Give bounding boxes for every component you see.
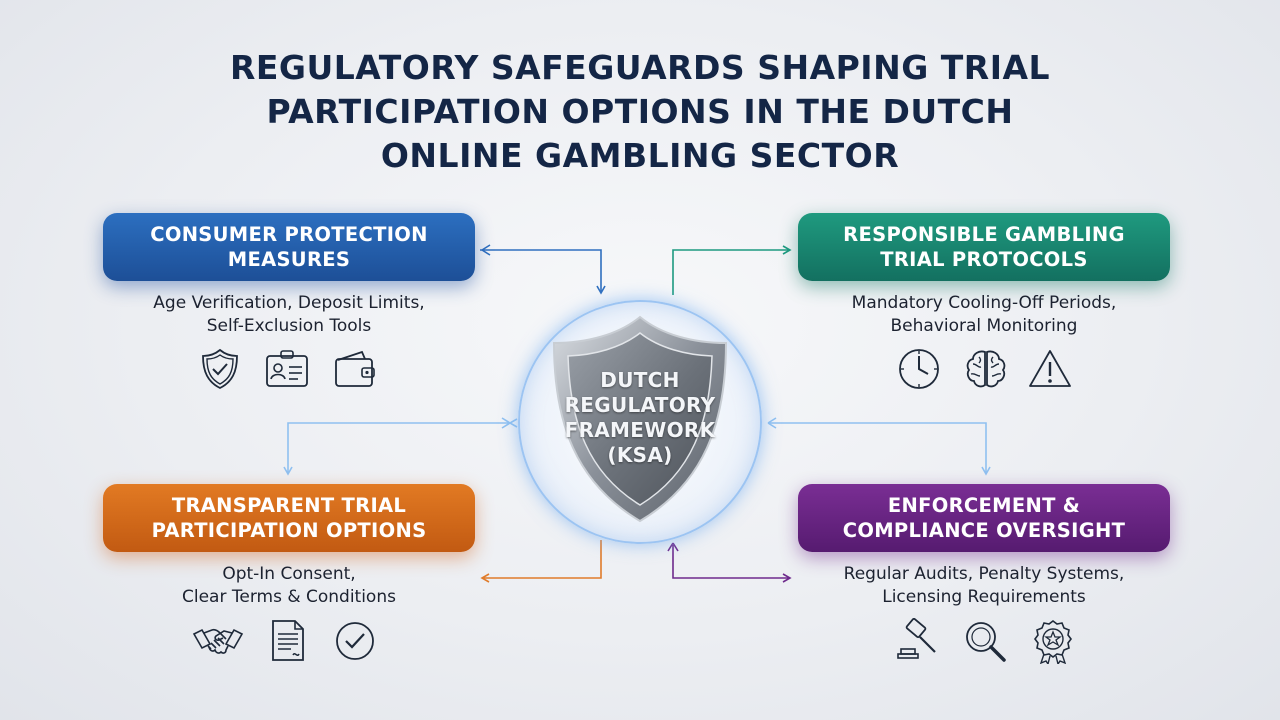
magnifier-icon	[962, 618, 1008, 664]
title-line-1: REGULATORY SAFEGUARDS SHAPING TRIAL	[229, 48, 1051, 87]
handshake-icon	[192, 618, 244, 664]
shield-icon	[552, 315, 728, 523]
arrow-center-to-transparent	[283, 418, 518, 476]
arrow-center-to-transparent-bottom	[480, 540, 602, 583]
transparent-title-line-2: PARTICIPATION OPTIONS	[151, 519, 427, 542]
brain-icon	[963, 346, 1009, 392]
responsible-desc-line-1: Mandatory Cooling-Off Periods,	[851, 293, 1117, 313]
responsible-gambling-pill: RESPONSIBLE GAMBLING TRIAL PROTOCOLS	[798, 213, 1170, 281]
arrow-center-to-responsible	[672, 245, 792, 295]
transparent-trial-pill: TRANSPARENT TRIAL PARTICIPATION OPTIONS	[103, 484, 475, 552]
document-icon	[265, 618, 311, 664]
transparent-title-line-1: TRANSPARENT TRIAL	[171, 494, 407, 517]
gavel-icon	[894, 617, 940, 664]
consumer-desc-line-1: Age Verification, Deposit Limits,	[153, 293, 425, 313]
enforcement-compliance-pill: ENFORCEMENT & COMPLIANCE OVERSIGHT	[798, 484, 1170, 552]
responsible-title-line-1: RESPONSIBLE GAMBLING	[843, 223, 1125, 246]
responsible-title-line-2: TRIAL PROTOCOLS	[880, 248, 1088, 271]
arrow-enforcement-center	[672, 545, 792, 583]
enforcement-title-line-1: ENFORCEMENT &	[887, 494, 1081, 517]
center-label: DUTCH REGULATORY FRAMEWORK (KSA)	[540, 368, 740, 468]
wallet-icon	[332, 346, 378, 392]
warning-icon	[1027, 346, 1073, 392]
clock-icon	[896, 346, 942, 392]
responsible-description: Mandatory Cooling-Off Periods, Behaviora…	[798, 292, 1170, 338]
arrow-center-to-enforcement	[768, 422, 991, 476]
shield-check-icon	[197, 346, 243, 392]
consumer-title-line-2: MEASURES	[227, 248, 351, 271]
consumer-description: Age Verification, Deposit Limits, Self-E…	[103, 292, 475, 338]
title-line-2: PARTICIPATION OPTIONS IN THE DUTCH	[266, 92, 1014, 131]
check-circle-icon	[332, 618, 378, 664]
enforcement-desc-line-1: Regular Audits, Penalty Systems,	[843, 564, 1125, 584]
center-line-1: DUTCH	[600, 368, 680, 392]
center-line-3: FRAMEWORK	[564, 418, 716, 442]
award-badge-icon	[1030, 618, 1076, 666]
center-line-4: (KSA)	[607, 443, 673, 467]
consumer-protection-pill: CONSUMER PROTECTION MEASURES	[103, 213, 475, 281]
responsible-desc-line-2: Behavioral Monitoring	[890, 316, 1078, 336]
page-title: REGULATORY SAFEGUARDS SHAPING TRIAL PART…	[140, 46, 1140, 178]
consumer-title-line-1: CONSUMER PROTECTION	[150, 223, 428, 246]
enforcement-description: Regular Audits, Penalty Systems, Licensi…	[798, 563, 1170, 609]
enforcement-title-line-2: COMPLIANCE OVERSIGHT	[842, 519, 1126, 542]
arrow-consumer-to-center	[480, 249, 606, 295]
transparent-desc-line-2: Clear Terms & Conditions	[182, 587, 396, 607]
title-line-3: ONLINE GAMBLING SECTOR	[380, 136, 900, 175]
transparent-description: Opt-In Consent, Clear Terms & Conditions	[103, 563, 475, 609]
consumer-desc-line-2: Self-Exclusion Tools	[206, 316, 372, 336]
transparent-desc-line-1: Opt-In Consent,	[222, 564, 356, 584]
id-card-icon	[264, 346, 310, 392]
center-line-2: REGULATORY	[564, 393, 716, 417]
enforcement-desc-line-2: Licensing Requirements	[882, 587, 1086, 607]
